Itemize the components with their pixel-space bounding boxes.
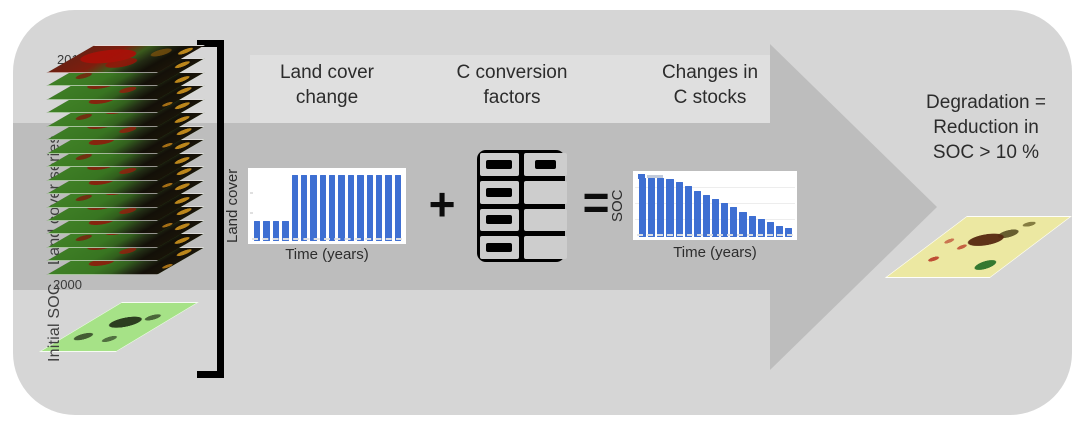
bar [338, 175, 345, 241]
bar [721, 203, 729, 237]
bar [702, 195, 710, 237]
soc-chart-ylabel: SOC [609, 189, 626, 222]
tick-mark [250, 192, 253, 194]
bar [666, 178, 674, 237]
land-cover-chart-bars [254, 172, 401, 241]
table-cell [523, 236, 567, 259]
table-cell [480, 153, 519, 176]
bar [730, 207, 738, 237]
degradation-result-text: Degradation = Reduction in SOC > 10 % [900, 90, 1072, 165]
gridline [635, 187, 795, 188]
bar [757, 219, 765, 237]
land-cover-chart-ylabel: Land cover [224, 168, 241, 244]
bar [785, 228, 793, 237]
bar [693, 190, 701, 237]
titles-backdrop [250, 55, 770, 123]
table-entry [534, 159, 556, 169]
soc-chart-bars [639, 175, 793, 237]
conversion-factors-table-icon [477, 150, 567, 262]
bar [766, 222, 774, 237]
table-cell [480, 236, 519, 259]
bar [648, 177, 656, 237]
land-cover-chart-xlabel: Time (years) [285, 246, 369, 263]
table-cell [480, 208, 519, 232]
bar [366, 175, 373, 241]
result-line3: SOC > 10 % [932, 142, 1040, 163]
bar [394, 175, 401, 241]
table-cell [523, 180, 567, 204]
step3-title-line1: Changes in [661, 62, 759, 83]
step3-title: Changes in C stocks [635, 60, 785, 110]
bar [385, 175, 392, 241]
soc-chart [633, 171, 797, 240]
table-entry [486, 187, 513, 197]
dashed-baseline [252, 238, 402, 240]
bar [319, 175, 326, 241]
bar [684, 186, 692, 237]
bar [282, 220, 289, 241]
land-cover-chart [248, 168, 406, 244]
step2-title-line2: factors [483, 87, 541, 108]
bar [775, 225, 783, 237]
bar [300, 175, 308, 241]
bar [357, 175, 364, 241]
legend-text-placeholder [647, 175, 663, 178]
bar [675, 182, 683, 237]
step2-title-line1: C conversion [456, 62, 568, 83]
bar [639, 177, 647, 237]
bar [748, 215, 756, 237]
step1-title-line1: Land cover [279, 62, 374, 83]
bar [254, 220, 261, 241]
plus-operator: + [428, 178, 456, 230]
table-cell [523, 153, 567, 176]
table-entry [486, 243, 513, 253]
stack-bottom-year-label: 2000 [53, 277, 82, 292]
bar [310, 175, 317, 241]
bar [263, 220, 270, 241]
bracket-icon [197, 40, 224, 378]
bar [739, 211, 747, 237]
initial-soc-label: Initial SOC [46, 283, 63, 363]
table-cell [480, 180, 519, 204]
step1-title: Land cover change [252, 60, 402, 110]
equals-operator: = [582, 174, 610, 230]
step1-title-line2: change [295, 87, 359, 108]
bar [272, 220, 280, 241]
step3-title-line2: C stocks [673, 87, 747, 108]
result-line1: Degradation = [926, 92, 1046, 113]
bar [375, 175, 383, 241]
bar [329, 175, 336, 241]
step2-title: C conversion factors [437, 60, 587, 110]
table-entry [486, 159, 513, 169]
bar [291, 175, 298, 241]
tick-mark [250, 212, 253, 214]
result-line2: Reduction in [933, 117, 1039, 138]
table-cell [523, 208, 567, 232]
bar [712, 199, 720, 237]
soc-chart-xlabel: Time (years) [673, 244, 757, 261]
bar [347, 175, 355, 241]
legend-chip [638, 174, 645, 179]
table-entry [486, 215, 513, 225]
dashed-baseline [637, 234, 793, 236]
bar [657, 177, 665, 237]
